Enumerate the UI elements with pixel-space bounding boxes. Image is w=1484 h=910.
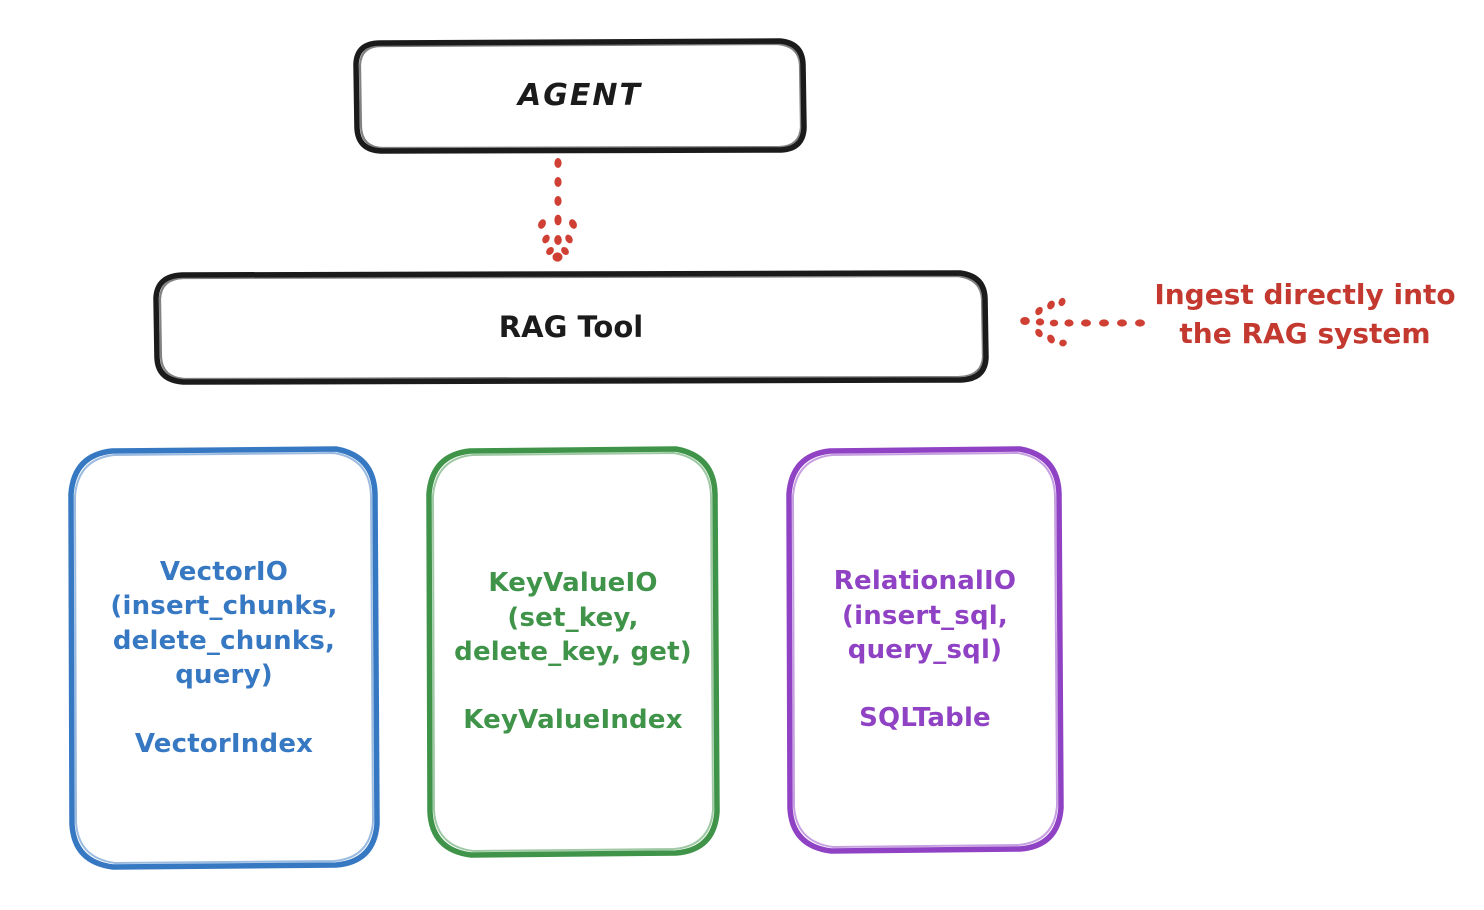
rag-tool-label: RAG Tool [498, 309, 644, 344]
annotation-ingest-directly: Ingest directly into the RAG system [1154, 278, 1456, 350]
node-rag-tool[interactable]: RAG Tool [153, 270, 989, 385]
node-agent[interactable]: AGENT [353, 38, 807, 154]
node-vector-io[interactable]: VectorIO (insert_chunks, delete_chunks, … [68, 446, 380, 870]
arrow-ingest-to-rag-tool [1020, 297, 1145, 347]
relational-io-label: RelationalIO (insert_sql, query_sql) SQL… [833, 566, 1017, 734]
key-value-io-label: KeyValueIO (set_key, delete_key, get) Ke… [454, 568, 692, 736]
node-relational-io[interactable]: RelationalIO (insert_sql, query_sql) SQL… [786, 446, 1064, 854]
node-key-value-io[interactable]: KeyValueIO (set_key, delete_key, get) Ke… [426, 446, 720, 858]
agent-label: AGENT [518, 78, 642, 114]
vector-io-label: VectorIO (insert_chunks, delete_chunks, … [110, 557, 338, 759]
arrow-agent-to-rag-tool [538, 158, 577, 262]
